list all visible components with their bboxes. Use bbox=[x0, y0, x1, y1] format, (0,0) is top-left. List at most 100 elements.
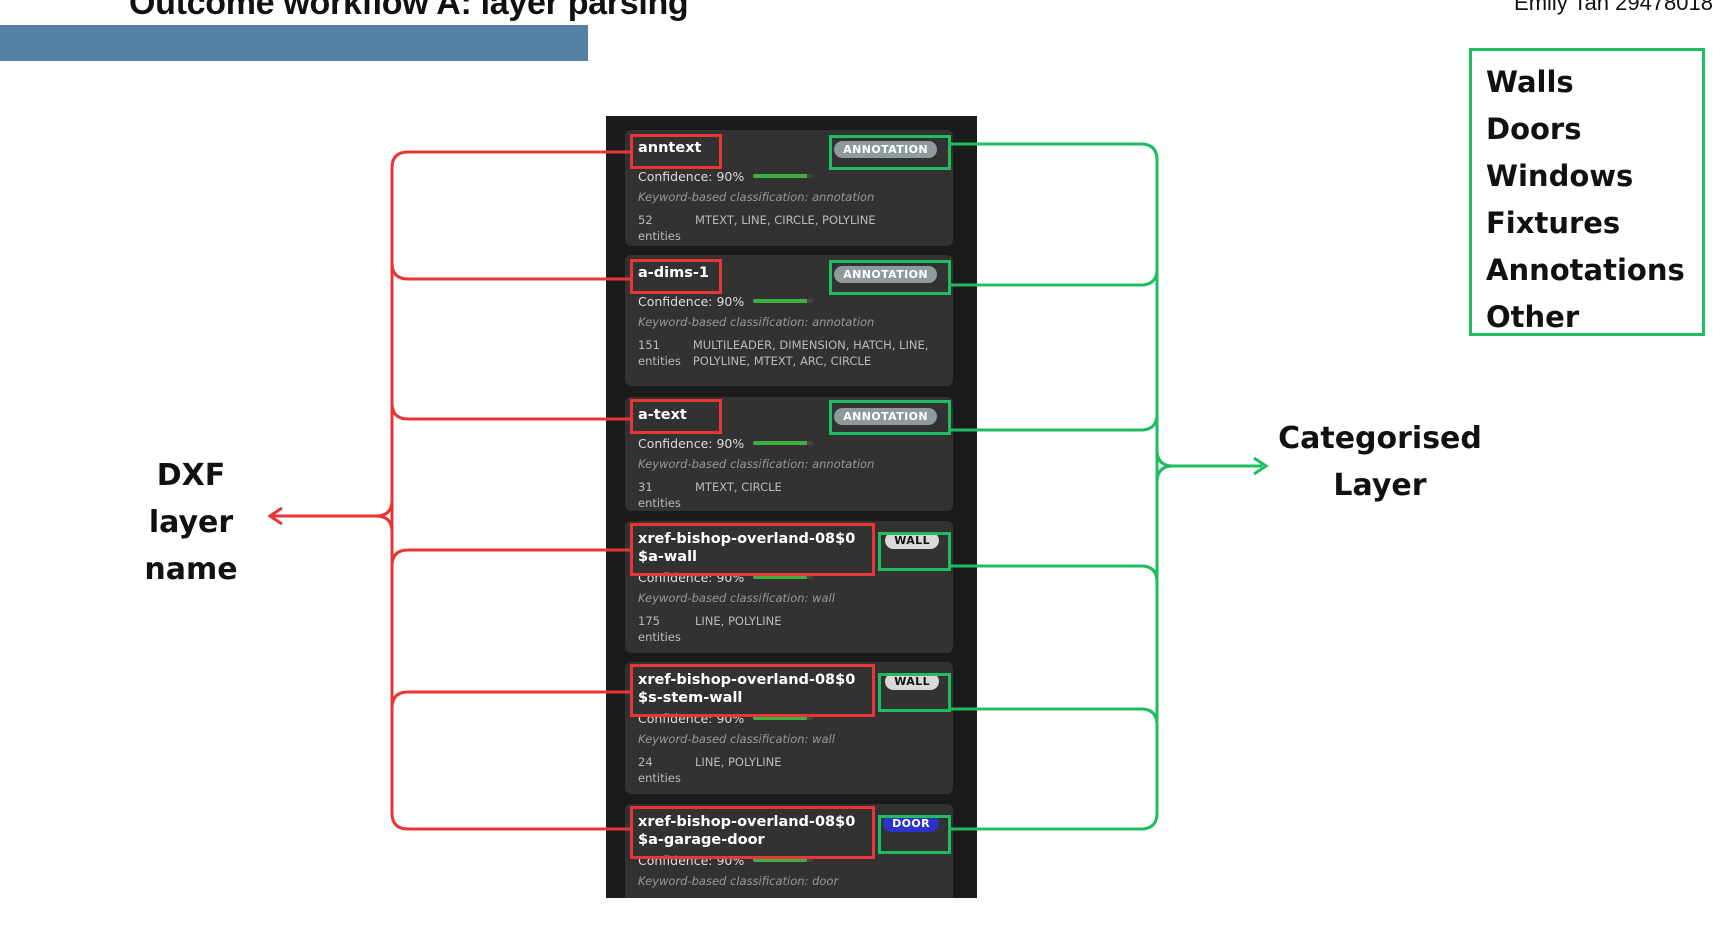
card-header: xref-bishop-overland-08$0$a-garage-door … bbox=[638, 813, 941, 849]
slide-title: Outcome workflow A: layer parsing bbox=[129, 0, 689, 22]
entity-summary: 151 entities MULTILEADER, DIMENSION, HAT… bbox=[638, 337, 941, 369]
confidence-bar-fill bbox=[753, 174, 808, 178]
entity-summary: 24 entities LINE, POLYLINE bbox=[638, 754, 941, 786]
category-highlight bbox=[829, 135, 951, 170]
classification-reason: Keyword-based classification: door bbox=[638, 874, 839, 888]
classification-reason: Keyword-based classification: wall bbox=[638, 732, 835, 746]
classification-reason: Keyword-based classification: wall bbox=[638, 591, 835, 605]
confidence-label: Confidence: 90% bbox=[638, 293, 745, 309]
entity-summary: 31 entities MTEXT, CIRCLE bbox=[638, 479, 941, 511]
layer-card[interactable]: xref-bishop-overland-08$0$s-stem-wall WA… bbox=[625, 662, 953, 794]
legend-item: Walls bbox=[1486, 65, 1574, 99]
confidence-bar bbox=[753, 299, 814, 303]
confidence-row: Confidence: 90% bbox=[638, 167, 941, 185]
legend-item: Windows bbox=[1486, 159, 1634, 193]
confidence-bar-fill bbox=[753, 299, 808, 303]
label-line: name bbox=[144, 552, 238, 587]
layer-name: xref-bishop-overland-08$0$a-garage-door bbox=[638, 814, 856, 848]
entity-count: 52 entities bbox=[638, 213, 681, 243]
legend-item: Annotations bbox=[1486, 253, 1685, 287]
red-connector bbox=[390, 402, 630, 421]
red-connector bbox=[390, 690, 630, 709]
category-badge: WALL bbox=[885, 532, 939, 549]
category-badge: ANNOTATION bbox=[834, 141, 937, 158]
label-line: Categorised bbox=[1278, 421, 1482, 456]
card-header: xref-bishop-overland-08$0$s-stem-wall WA… bbox=[638, 671, 941, 707]
entity-types: MULTILEADER, DIMENSION, HATCH, LINE, POL… bbox=[692, 338, 929, 368]
author-label: Emily Tan 29478018 bbox=[1514, 0, 1713, 15]
label-line: DXF bbox=[156, 458, 226, 493]
layer-card[interactable]: a-text ANNOTATION Confidence: 90% Keywor… bbox=[625, 397, 953, 511]
red-connector bbox=[390, 262, 630, 281]
entity-types: LINE, POLYLINE bbox=[695, 755, 782, 769]
categorised-layer-label: Categorised Layer bbox=[1270, 415, 1490, 509]
category-highlight bbox=[878, 673, 951, 712]
layer-name-highlight bbox=[630, 523, 875, 576]
entity-types: MTEXT, LINE, CIRCLE, POLYLINE bbox=[695, 213, 876, 227]
category-highlight bbox=[829, 400, 951, 435]
legend-item: Doors bbox=[1486, 112, 1582, 146]
red-bracket bbox=[390, 150, 630, 831]
category-badge: ANNOTATION bbox=[834, 266, 937, 283]
legend-item: Fixtures bbox=[1486, 206, 1621, 240]
entity-types: MTEXT, CIRCLE bbox=[695, 480, 782, 494]
card-header: anntext ANNOTATION bbox=[638, 139, 941, 165]
green-arrow-line bbox=[1155, 449, 1262, 468]
confidence-bar bbox=[753, 858, 814, 862]
green-connector bbox=[951, 564, 1159, 583]
layer-name-highlight bbox=[630, 806, 875, 859]
confidence-label: Confidence: 90% bbox=[638, 168, 745, 184]
green-connector bbox=[951, 707, 1159, 726]
entity-count: 151 entities bbox=[638, 338, 681, 368]
entity-summary: 52 entities MTEXT, LINE, CIRCLE, POLYLIN… bbox=[638, 212, 941, 244]
confidence-bar-fill bbox=[753, 858, 808, 862]
classification-reason: Keyword-based classification: annotation bbox=[638, 457, 875, 471]
confidence-row: Confidence: 90% bbox=[638, 292, 941, 310]
confidence-bar bbox=[753, 575, 814, 579]
green-connector bbox=[1155, 464, 1174, 483]
category-badge: WALL bbox=[885, 673, 939, 690]
category-highlight bbox=[829, 260, 951, 295]
category-highlight bbox=[878, 532, 951, 571]
layer-card[interactable]: a-dims-1 ANNOTATION Confidence: 90% Keyw… bbox=[625, 255, 953, 386]
red-connector bbox=[375, 514, 394, 533]
card-header: a-dims-1 ANNOTATION bbox=[638, 264, 941, 290]
confidence-bar-fill bbox=[753, 441, 808, 445]
entity-types: LINE, POLYLINE bbox=[695, 614, 782, 628]
layer-name-highlight bbox=[630, 259, 722, 294]
layer-name-highlight bbox=[630, 664, 875, 717]
layer-name: a-dims-1 bbox=[638, 265, 709, 281]
left-arrow-icon bbox=[267, 506, 283, 526]
category-badge: DOOR bbox=[883, 815, 939, 832]
confidence-bar bbox=[753, 174, 814, 178]
confidence-bar bbox=[753, 716, 814, 720]
entity-count: 24 entities bbox=[638, 755, 681, 785]
layer-card[interactable]: anntext ANNOTATION Confidence: 90% Keywo… bbox=[625, 130, 953, 246]
card-header: xref-bishop-overland-08$0$a-wall WALL bbox=[638, 530, 941, 566]
confidence-bar-fill bbox=[753, 716, 808, 720]
label-line: layer bbox=[148, 505, 234, 540]
red-connector bbox=[390, 548, 630, 567]
layer-name: xref-bishop-overland-08$0$a-wall bbox=[638, 531, 856, 565]
classification-reason: Keyword-based classification: annotation bbox=[638, 315, 875, 329]
layer-card[interactable]: xref-bishop-overland-08$0$a-wall WALL Co… bbox=[625, 521, 953, 653]
title-banner bbox=[0, 25, 588, 61]
green-connector bbox=[951, 413, 1159, 432]
confidence-bar-fill bbox=[753, 575, 808, 579]
layer-name-highlight bbox=[630, 399, 722, 434]
classification-reason: Keyword-based classification: annotation bbox=[638, 190, 875, 204]
red-arrow-line bbox=[272, 499, 394, 518]
dxf-layer-name-label: DXF layer name bbox=[131, 452, 251, 593]
entity-summary: 175 entities LINE, POLYLINE bbox=[638, 613, 941, 645]
confidence-label: Confidence: 90% bbox=[638, 435, 745, 451]
legend-item: Other bbox=[1486, 300, 1580, 334]
category-legend: Walls Doors Windows Fixtures Annotations… bbox=[1469, 48, 1705, 336]
category-highlight bbox=[878, 815, 951, 854]
layer-name: anntext bbox=[638, 140, 702, 156]
confidence-bar bbox=[753, 441, 814, 445]
label-line: Layer bbox=[1333, 468, 1427, 503]
card-header: a-text ANNOTATION bbox=[638, 406, 941, 432]
confidence-row: Confidence: 90% bbox=[638, 434, 941, 452]
right-arrow-icon bbox=[1253, 456, 1269, 476]
